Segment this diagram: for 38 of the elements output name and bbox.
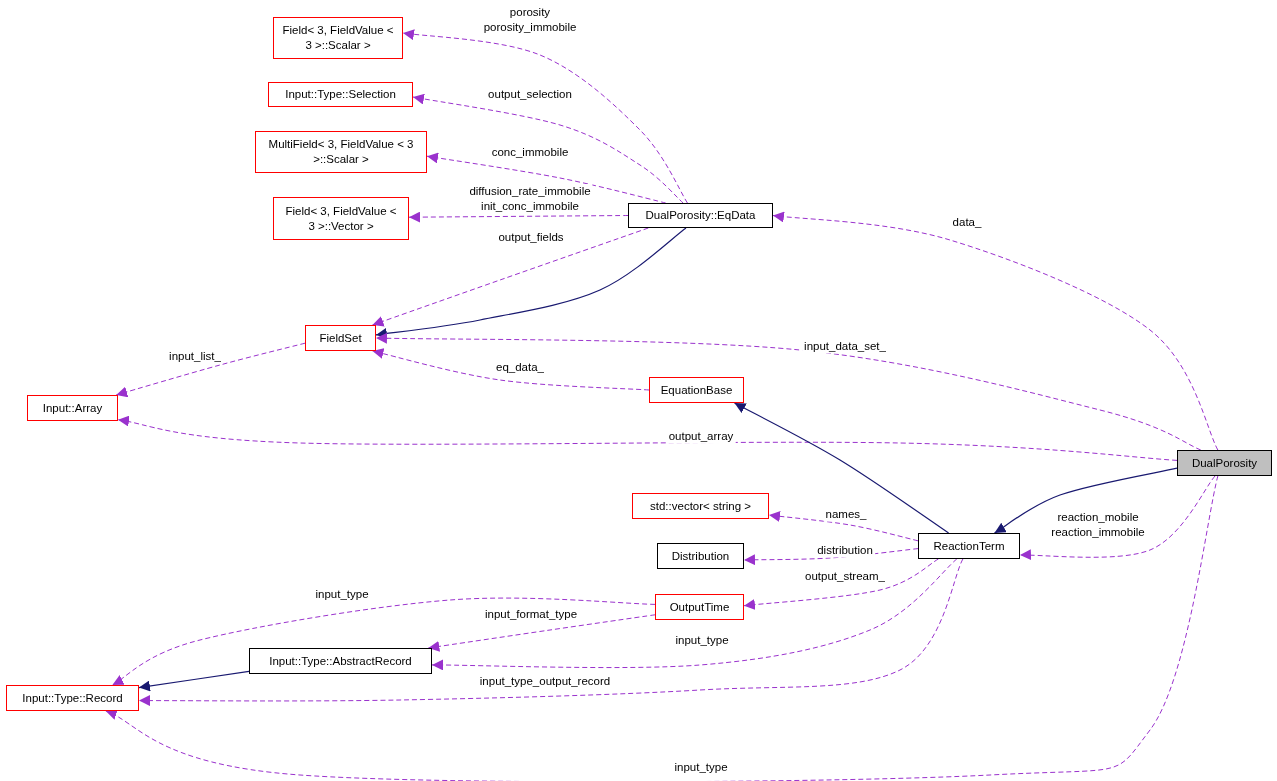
arrow	[733, 402, 950, 534]
dashed-arrow	[375, 332, 1202, 451]
class-box: Input::Type::Selection	[268, 82, 413, 107]
class-box: EquationBase	[649, 377, 744, 403]
edge-label: diffusion_rate_immobile init_conc_immobile	[467, 184, 593, 214]
dashed-arrow	[412, 93, 684, 204]
class-box: Field< 3, FieldValue < 3 >::Scalar >	[273, 17, 403, 59]
dashed-arrow	[743, 558, 939, 611]
arrow	[138, 670, 250, 692]
dashed-arrow	[772, 211, 1219, 451]
class-box: Input::Type::Record	[6, 685, 139, 711]
dashed-arrow	[402, 28, 688, 204]
class-box: Input::Array	[27, 395, 118, 421]
class-box: FieldSet	[305, 325, 376, 351]
class-box: DualPorosity::EqData	[628, 203, 773, 228]
dashed-arrow	[371, 227, 649, 327]
dashed-arrow	[427, 614, 656, 652]
class-box: std::vector< string >	[632, 493, 769, 519]
class-box: DualPorosity	[1177, 450, 1272, 476]
dashed-arrow	[1019, 475, 1216, 561]
edge-label: porosity porosity_immobile	[481, 5, 579, 35]
dashed-arrow	[138, 558, 964, 707]
class-box: OutputTime	[655, 594, 744, 620]
arrow	[375, 227, 687, 339]
class-box: ReactionTerm	[918, 533, 1020, 559]
dashed-arrow	[408, 211, 629, 223]
class-box: MultiField< 3, FieldValue < 3 >::Scalar >	[255, 131, 427, 173]
dashed-arrow	[431, 558, 958, 671]
dashed-arrow	[371, 348, 650, 391]
arrow	[993, 467, 1178, 534]
class-box: Field< 3, FieldValue < 3 >::Vector >	[273, 197, 409, 240]
dashed-arrow	[117, 416, 1178, 461]
dashed-arrow	[768, 510, 919, 542]
class-box: Distribution	[657, 543, 744, 569]
dashed-arrow	[115, 342, 306, 398]
dashed-arrow	[111, 597, 656, 686]
edge-label: reaction_mobile reaction_immobile	[1049, 510, 1147, 540]
class-box: Input::Type::AbstractRecord	[249, 648, 432, 674]
